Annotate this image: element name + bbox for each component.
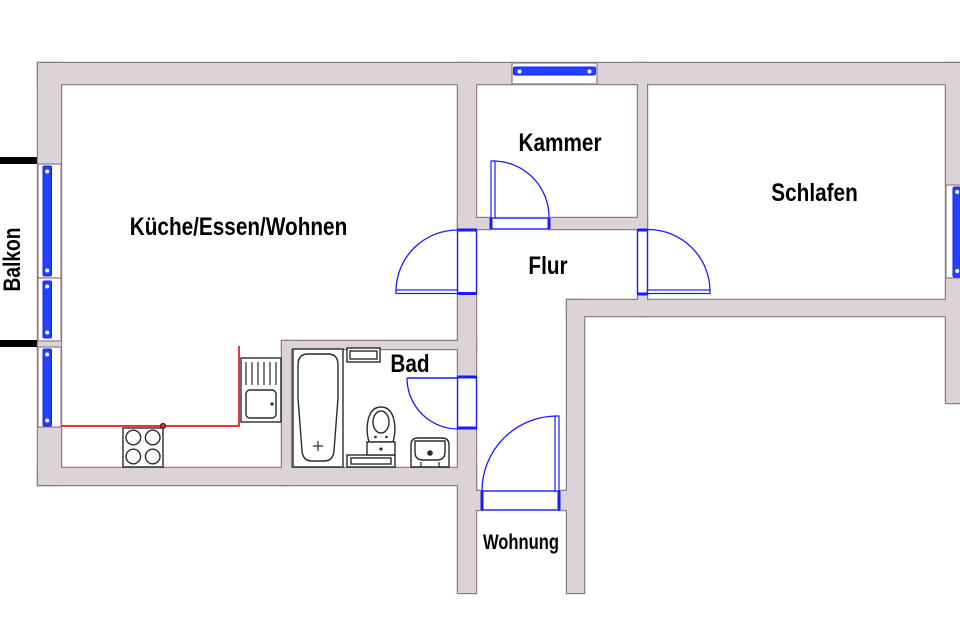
entrance-jamb-right	[559, 491, 568, 510]
exterior-wall-top	[38, 63, 960, 84]
window-sash	[952, 186, 960, 278]
door-opening	[456, 377, 478, 428]
window-pantry	[511, 62, 598, 85]
window-kitchen-1	[37, 163, 62, 279]
toilet-icon	[366, 406, 396, 456]
window-kitchen-3	[37, 346, 62, 428]
wall-pantry-hallway	[458, 218, 647, 229]
door-hallway-pantry	[489, 160, 551, 231]
window-sash-dot	[45, 330, 50, 335]
bathtub-drain	[313, 441, 323, 451]
balcony	[0, 157, 38, 347]
stove-burner	[125, 448, 142, 465]
door-jamb	[637, 228, 648, 296]
wall-kitchen-hallway	[458, 63, 476, 593]
window-sash-dot	[587, 69, 592, 74]
radiator-inner	[350, 457, 392, 465]
window-sash-dot	[45, 284, 50, 289]
window-sash-dot	[45, 352, 50, 357]
washbasin-mount	[420, 462, 440, 467]
balcony-railing-bottom	[0, 340, 38, 347]
door-hallway-bedroom	[636, 228, 711, 296]
window-sash-dot	[955, 190, 960, 194]
door-swing-arc	[395, 229, 458, 292]
window-sash-dot	[955, 269, 960, 273]
room-label-entrance: Wohnung	[483, 531, 559, 554]
sink-drainboard	[245, 362, 277, 385]
wall-pantry-bedroom	[638, 63, 647, 316]
door-leaf	[490, 160, 496, 219]
door-leaf	[646, 289, 711, 295]
door-hallway-kitchen	[395, 228, 478, 295]
door-jamb	[480, 491, 561, 510]
stove-burner	[144, 448, 161, 465]
door-swing-arc	[492, 160, 550, 218]
door-apartment-entrance	[480, 415, 561, 511]
room-label-kitchen-living: Küche/Essen/Wohnen	[130, 212, 347, 240]
doors	[395, 160, 711, 511]
kitchen-counter-edge	[62, 346, 240, 427]
kitchen-sink-icon	[240, 357, 282, 423]
balcony-railing-top	[0, 157, 38, 164]
wall-bathroom-north	[282, 341, 476, 349]
room-label-pantry: Kammer	[518, 128, 601, 156]
door-swing-arc	[647, 228, 711, 292]
window-bedroom	[945, 184, 960, 279]
kitchen-fixtures	[62, 346, 282, 468]
door-hallway-bathroom	[406, 375, 478, 430]
door-opening	[491, 216, 549, 231]
entrance-jamb-left	[476, 491, 482, 510]
windows	[37, 62, 960, 428]
radiator-icon	[346, 454, 396, 468]
exterior-wall-bottom	[38, 468, 476, 485]
bathtub-basin	[297, 353, 339, 462]
bathroom-fixtures	[292, 347, 450, 468]
door-swing-arc	[406, 377, 459, 430]
radiator-inner	[349, 350, 378, 360]
window-sash	[42, 165, 52, 277]
window-sash	[513, 66, 596, 76]
toilet-hinge-dot	[385, 435, 388, 439]
door-swing-arc	[481, 415, 558, 492]
room-label-bathroom: Bad	[390, 349, 429, 377]
stove-burner	[144, 429, 161, 446]
door-jamb	[457, 375, 477, 430]
window-sash-dot	[45, 268, 50, 273]
window-sash-dot	[45, 418, 50, 423]
washbasin-icon	[410, 437, 450, 468]
door-jamb	[489, 218, 551, 229]
washbasin-drain	[427, 450, 433, 456]
door-leaf	[554, 415, 560, 492]
door-leaf	[395, 289, 459, 295]
bathtub-icon	[292, 348, 344, 468]
sink-basin	[245, 389, 277, 419]
window-sash	[42, 280, 52, 339]
toilet-flush-dot	[379, 447, 383, 451]
door-opening	[482, 491, 559, 510]
stove-burner	[125, 429, 142, 446]
room-label-bedroom: Schlafen	[771, 178, 857, 206]
wall-kitchen-bathroom	[282, 341, 291, 485]
toilet-seat-opening	[372, 410, 390, 434]
toilet-hinge-dot	[374, 435, 377, 439]
room-label-hallway: Flur	[528, 251, 567, 279]
window-sash	[42, 348, 52, 427]
window-kitchen-2	[37, 277, 62, 342]
radiator-icon	[346, 347, 381, 363]
window-sash-dot	[45, 169, 50, 174]
room-labels: Küche/Essen/Wohnen Kammer Schlafen Flur …	[0, 128, 858, 554]
sink-drain	[270, 402, 274, 406]
door-opening	[636, 230, 649, 294]
stove-icon	[122, 427, 164, 468]
balcony-label: Balkon	[0, 228, 26, 292]
door-jamb	[457, 228, 477, 295]
wall-bedroom-south	[567, 300, 960, 316]
wall-entrance-east	[567, 300, 584, 593]
door-opening	[456, 230, 478, 294]
window-sash-dot	[517, 69, 522, 74]
